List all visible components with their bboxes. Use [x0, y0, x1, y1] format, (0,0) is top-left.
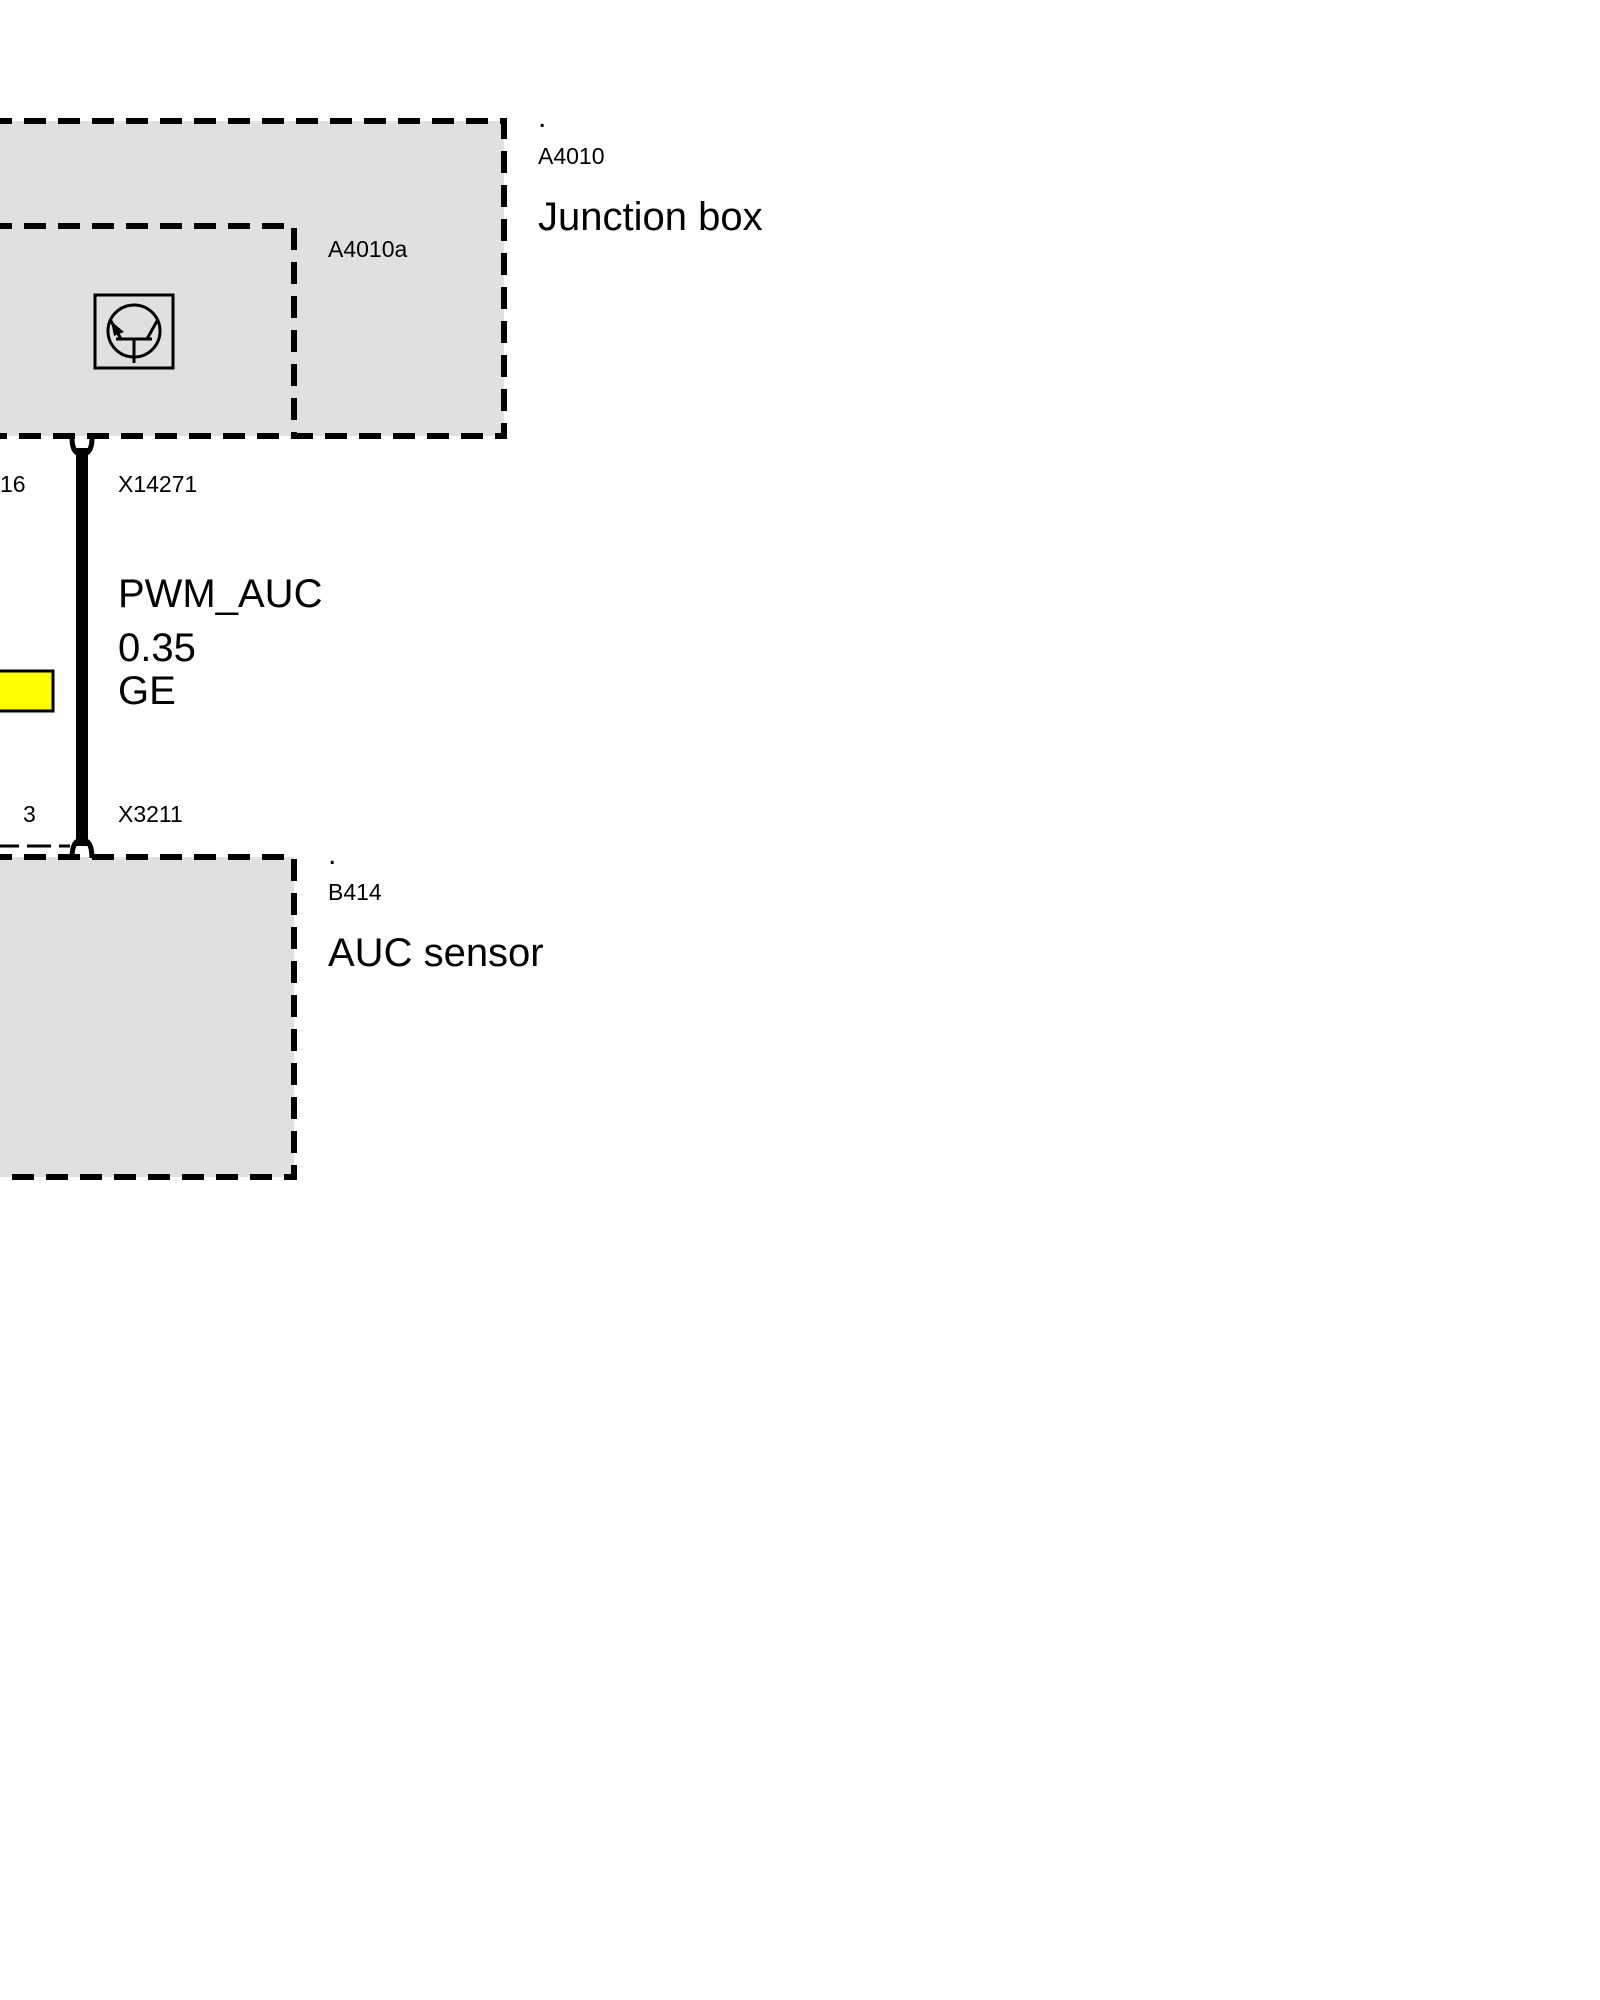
junction-box-module-border — [0, 223, 297, 436]
connector-top-arc — [69, 437, 95, 457]
junction-box-fill — [0, 121, 504, 436]
wire-pwm-auc[interactable] — [69, 437, 95, 859]
junction-box[interactable] — [0, 118, 507, 439]
connector-top-pin: 16 — [0, 471, 26, 497]
wire-gauge: 0.35 — [118, 626, 196, 670]
transistor-icon — [93, 293, 175, 370]
junction-box-name: Junction box — [538, 195, 763, 239]
connector-bottom-id: X3211 — [118, 801, 183, 827]
connector-top-id: X14271 — [118, 471, 197, 497]
auc-sensor[interactable] — [0, 854, 297, 1180]
junction-box-module-id: A4010a — [328, 236, 408, 262]
auc-sensor-marker: . — [328, 838, 336, 871]
junction-box-marker: . — [538, 101, 546, 134]
connector-bottom-arc — [69, 837, 95, 859]
junction-box-module[interactable] — [0, 223, 297, 436]
junction-box-id: A4010 — [538, 143, 605, 169]
connector-bottom-pin: 3 — [23, 801, 36, 827]
auc-sensor-fill — [0, 857, 294, 1177]
junction-box-border — [0, 118, 507, 439]
auc-sensor-name: AUC sensor — [328, 931, 544, 975]
auc-sensor-id: B414 — [328, 879, 382, 905]
wire-color-swatch — [0, 669, 55, 713]
wire-color-code: GE — [118, 669, 176, 713]
auc-sensor-border — [0, 854, 297, 1180]
wire-signal-name: PWM_AUC — [118, 572, 322, 616]
